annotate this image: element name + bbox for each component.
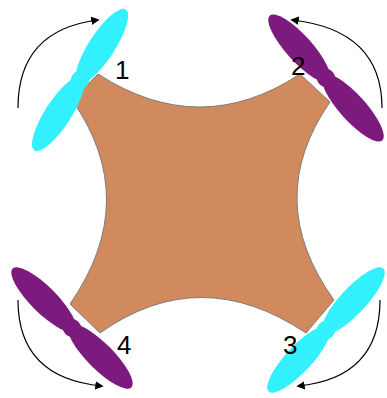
drone-body [70, 74, 334, 333]
rotation-arrow [292, 20, 382, 108]
callout-number: 1 [115, 57, 129, 83]
propeller-4 [3, 259, 140, 396]
propeller-1 [23, 2, 136, 157]
rotation-arrow [18, 20, 98, 108]
callout-number: 2 [291, 53, 305, 79]
propeller-2 [260, 7, 387, 149]
callout-number: 4 [117, 332, 131, 358]
rotation-arrow [18, 300, 102, 386]
callout-number: 3 [283, 332, 297, 358]
propeller-3 [259, 260, 387, 398]
rotation-arrow [298, 300, 380, 386]
